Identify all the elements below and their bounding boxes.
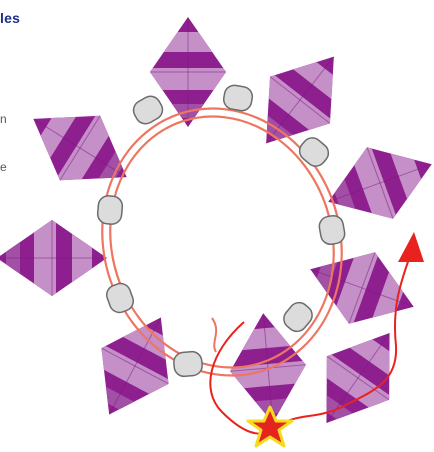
- diamond-bead-9: [11, 84, 148, 211]
- diamond-bead-5: [293, 309, 423, 447]
- arrow-head-icon: [398, 232, 424, 262]
- seed-bead-2: [222, 84, 254, 112]
- seed-bead-8: [97, 195, 123, 225]
- seed-bead-6: [173, 351, 203, 377]
- start-star-icon: [248, 407, 292, 446]
- diamond-bead-8: [0, 218, 108, 298]
- thread-tail: [212, 318, 216, 352]
- seed-bead-7: [104, 281, 136, 316]
- seed-bead-3: [296, 134, 333, 170]
- seed-bead-4: [318, 214, 346, 246]
- seed-bead-5: [280, 299, 316, 336]
